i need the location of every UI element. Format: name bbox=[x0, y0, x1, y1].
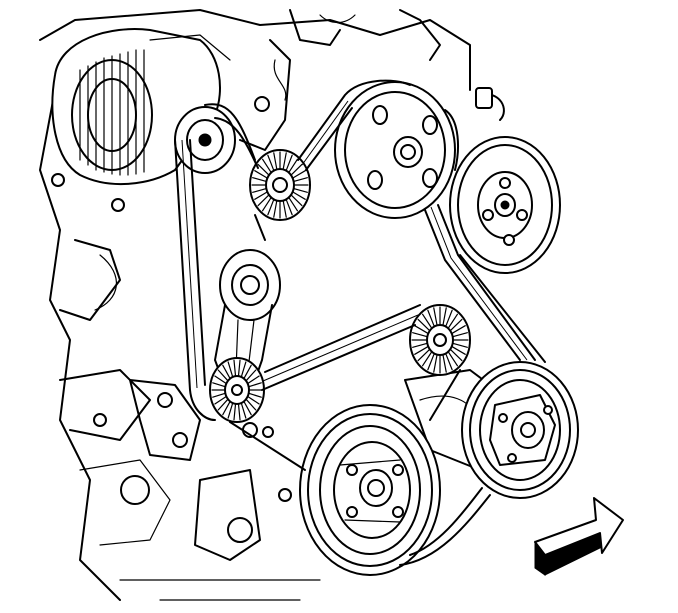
pulley-rib bbox=[452, 346, 466, 355]
pulley-rib bbox=[448, 313, 459, 329]
power-steering-pump bbox=[334, 81, 456, 219]
pulley-rib bbox=[243, 364, 252, 379]
pulley-rib bbox=[288, 197, 299, 212]
pulley-rib bbox=[414, 325, 428, 334]
pulley-rib bbox=[273, 200, 278, 218]
pulley-rib bbox=[261, 197, 272, 212]
pulley-rib bbox=[237, 359, 241, 376]
upper-tensioner bbox=[249, 149, 311, 221]
pulley-rib bbox=[249, 392, 262, 398]
pulley-rib bbox=[257, 163, 269, 176]
pulley-rib bbox=[433, 354, 438, 373]
pulley-rib bbox=[453, 342, 468, 348]
pulley-rib bbox=[292, 191, 306, 200]
serpentine-belt bbox=[174, 79, 546, 566]
pulley-rib bbox=[421, 351, 432, 367]
pulley-rib bbox=[414, 346, 428, 355]
pulley-rib bbox=[243, 401, 252, 416]
pulley-rib bbox=[214, 375, 227, 384]
pulley-rib bbox=[257, 194, 269, 207]
pulley-rib bbox=[285, 199, 293, 216]
pulley-rib bbox=[227, 403, 233, 419]
pulley-rib bbox=[273, 152, 278, 170]
pulley-rib bbox=[412, 342, 427, 348]
pulley-rib bbox=[294, 177, 308, 182]
belt-tensioner bbox=[214, 249, 281, 401]
pulley-rib bbox=[252, 177, 266, 182]
pulley-rib bbox=[246, 369, 257, 381]
pulley-rib bbox=[252, 188, 266, 193]
pulley-rib bbox=[450, 318, 463, 331]
pulley-rib bbox=[249, 382, 262, 388]
pulley-rib bbox=[433, 307, 438, 326]
direction-arrow-icon bbox=[534, 497, 624, 576]
pulley-rib bbox=[442, 307, 447, 326]
water-pump bbox=[449, 136, 561, 274]
pulley-rib bbox=[427, 309, 435, 327]
lower-idler bbox=[409, 304, 471, 376]
pulley-rib bbox=[212, 382, 225, 388]
pulley-rib bbox=[241, 403, 247, 419]
pulley-rib bbox=[254, 191, 268, 200]
pulley-rib bbox=[227, 361, 233, 377]
pulley-rib bbox=[445, 309, 453, 327]
pulley-rib bbox=[267, 199, 275, 216]
pulley-rib bbox=[288, 158, 299, 173]
pulley-rib bbox=[453, 332, 468, 338]
pulley-rib bbox=[267, 154, 275, 171]
pulley-rib bbox=[448, 351, 459, 367]
pulley-rib bbox=[292, 170, 306, 179]
pulley-rib bbox=[247, 396, 260, 405]
pulley-rib bbox=[417, 318, 430, 331]
pulley-rib bbox=[233, 404, 237, 421]
pulley-rib bbox=[450, 349, 463, 362]
pulley-rib bbox=[285, 154, 293, 171]
pulley-rib bbox=[241, 361, 247, 377]
pulley-rib bbox=[217, 369, 228, 381]
pulley-rib bbox=[282, 200, 287, 218]
pulley-rib bbox=[247, 375, 260, 384]
pulley-rib bbox=[445, 353, 453, 371]
lower-idler-left bbox=[209, 357, 265, 423]
pulley-rib bbox=[222, 401, 231, 416]
crankshaft-balancer bbox=[299, 404, 441, 576]
pulley-rib bbox=[246, 399, 257, 411]
pulley-rib bbox=[212, 392, 225, 398]
pulley-rib bbox=[421, 313, 432, 329]
pulley-rib bbox=[261, 158, 272, 173]
pulley-rib bbox=[254, 170, 268, 179]
pulley-rib bbox=[237, 404, 241, 421]
pulley-rib bbox=[217, 399, 228, 411]
pulley-rib bbox=[233, 359, 237, 376]
pulley-rib bbox=[291, 163, 303, 176]
pulley-rib bbox=[442, 354, 447, 373]
ac-compressor bbox=[461, 361, 579, 499]
pulley-rib bbox=[282, 152, 287, 170]
pulley-rib bbox=[427, 353, 435, 371]
generator bbox=[51, 28, 236, 185]
pulley-rib bbox=[214, 396, 227, 405]
pulley-rib bbox=[417, 349, 430, 362]
pulley-rib bbox=[412, 332, 427, 338]
pulley-rib bbox=[452, 325, 466, 334]
pulley-rib bbox=[294, 188, 308, 193]
pulley-rib bbox=[291, 194, 303, 207]
pulley-rib bbox=[222, 364, 231, 379]
engine-block bbox=[39, 9, 521, 601]
